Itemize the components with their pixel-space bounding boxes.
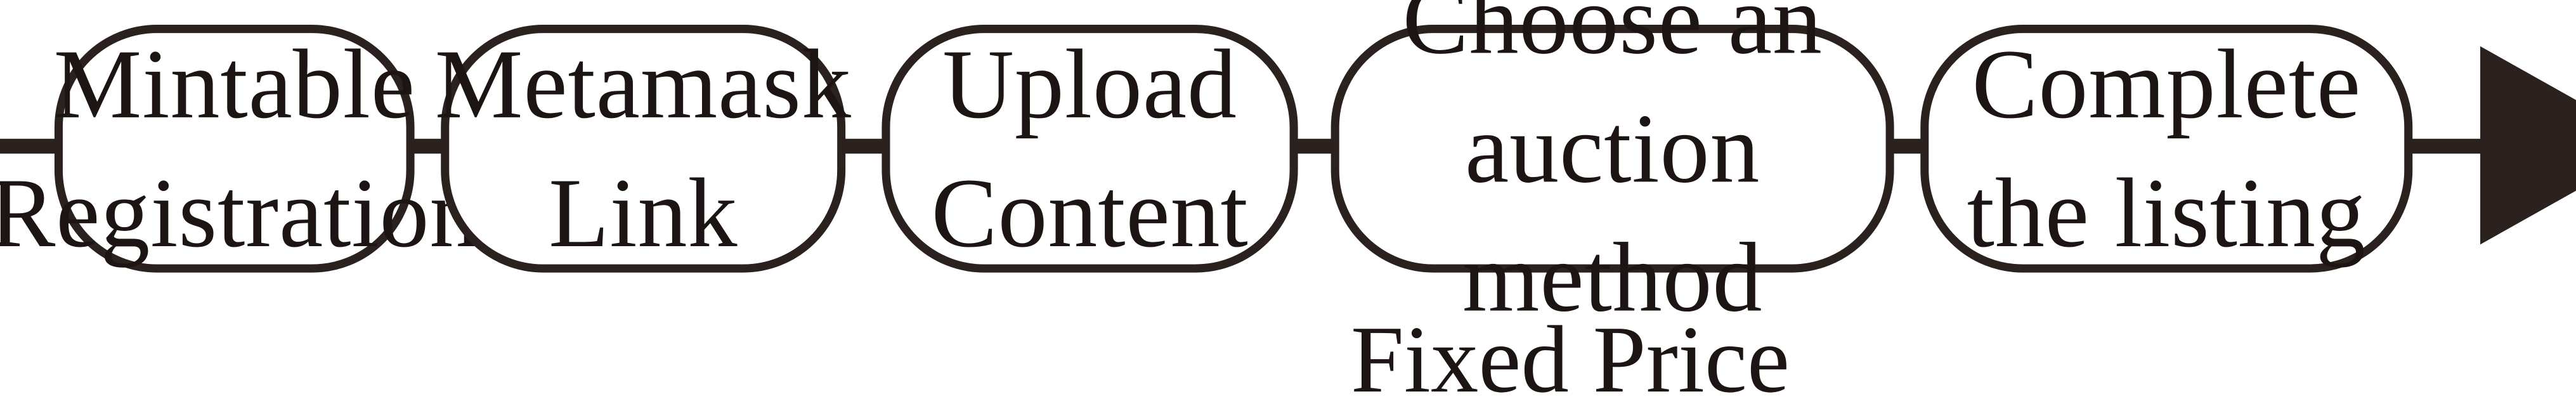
process-step-5-label: Complete the listing <box>1967 29 2366 268</box>
process-step-2-label: Metamask Link <box>434 29 852 268</box>
process-step-4[interactable]: Choose an auction method <box>1330 0 1894 332</box>
process-step-4-label: Choose an auction method <box>1402 0 1823 332</box>
process-step-3[interactable]: Upload Content <box>881 25 1298 273</box>
connector-4-5 <box>1890 138 1927 154</box>
arrow-right-shaft <box>2409 138 2487 154</box>
process-step-1-label: Mintable Registration <box>0 29 480 268</box>
auction-method-options: Fixed Price Limited time auction <box>1351 294 2154 420</box>
connector-2-3 <box>842 138 888 154</box>
process-step-5[interactable]: Complete the listing <box>1920 25 2413 273</box>
process-step-1[interactable]: Mintable Registration <box>0 25 479 273</box>
process-step-2[interactable]: Metamask Link <box>435 25 851 273</box>
connector-3-4 <box>1294 138 1338 154</box>
connector-1-2 <box>411 138 448 154</box>
process-step-3-label: Upload Content <box>931 29 1249 268</box>
auction-option-fixed-price: Fixed Price <box>1350 305 1790 413</box>
connector-entry <box>0 138 67 154</box>
arrow-right-icon <box>2480 46 2576 245</box>
